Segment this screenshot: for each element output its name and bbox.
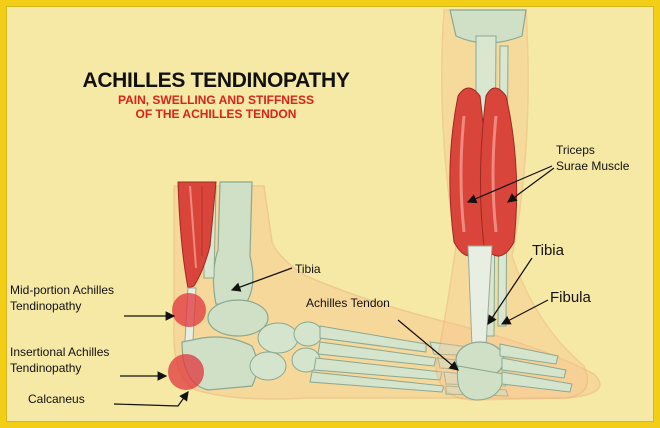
- label-mid-portion-line1: Mid-portion Achilles: [10, 283, 114, 297]
- label-insertional-line1: Insertional Achilles: [10, 345, 109, 359]
- label-achilles-tendon: Achilles Tendon: [306, 296, 390, 310]
- posterior-view-leg: [436, 10, 587, 400]
- label-calcaneus: Calcaneus: [28, 392, 85, 406]
- diagram-title: ACHILLES TENDINOPATHY: [66, 69, 366, 93]
- label-insertional-line2: Tendinopathy: [10, 361, 81, 375]
- insertional-inflammation: [168, 354, 204, 390]
- leader-calcaneus: [114, 392, 188, 406]
- label-triceps-line2: Surae Muscle: [556, 159, 629, 173]
- diagram-subtitle-line1: PAIN, SWELLING AND STIFFNESS: [66, 93, 366, 107]
- diagram-subtitle-line2: OF THE ACHILLES TENDON: [66, 107, 366, 121]
- title-block: ACHILLES TENDINOPATHY PAIN, SWELLING AND…: [66, 69, 366, 121]
- label-tibia-right: Tibia: [532, 242, 564, 259]
- mid-portion-inflammation: [172, 293, 206, 327]
- label-triceps-line1: Triceps: [556, 143, 595, 157]
- label-tibia-left: Tibia: [295, 262, 321, 276]
- label-fibula: Fibula: [550, 289, 591, 306]
- label-mid-portion-line2: Tendinopathy: [10, 299, 81, 313]
